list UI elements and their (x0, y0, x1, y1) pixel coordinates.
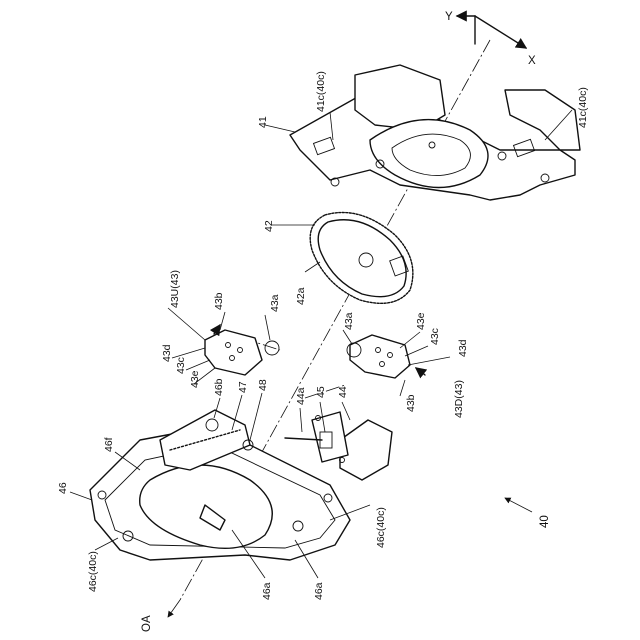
label-44a: 44a (295, 387, 307, 405)
leader-40 (505, 498, 532, 512)
switch-unit-43D (347, 335, 425, 378)
x-axis-label: X (528, 55, 536, 67)
label-41c-b: 41c(40c) (577, 87, 589, 128)
switch-43D-body (350, 335, 410, 378)
label-43b-upper: 43b (213, 292, 225, 310)
y-axis-label: Y (445, 11, 453, 23)
label-43D: 43D(43) (453, 380, 465, 418)
label-46b: 46b (213, 378, 225, 396)
label-43a-lower: 43a (343, 312, 355, 330)
x-axis-arrow (475, 16, 526, 48)
leader-42a (305, 262, 320, 272)
label-43c-upper: 43c (175, 357, 187, 374)
label-46f: 46f (103, 437, 115, 452)
leader-43b-d (400, 380, 405, 396)
switch-unit-43U (205, 325, 279, 375)
leader-46 (70, 492, 92, 500)
leader-43e-d (400, 332, 420, 348)
leader-43c-d (405, 346, 428, 356)
switch-43D-arrow-43b (416, 368, 425, 375)
leader-43a-d (343, 330, 352, 344)
leader-43d-d (408, 357, 450, 365)
label-43e-lower: 43e (415, 312, 427, 330)
motor-44-bracket (312, 412, 348, 462)
label-42a: 42a (295, 287, 307, 305)
leader-43U (168, 308, 205, 340)
label-42: 42 (263, 220, 275, 232)
label-46a-a: 46a (261, 582, 273, 600)
label-46: 46 (57, 482, 69, 494)
label-46a-b: 46a (313, 582, 325, 600)
label-41: 41 (257, 116, 269, 128)
label-45: 45 (315, 386, 327, 398)
label-43U: 43U(43) (169, 270, 181, 308)
leader-43b-u (220, 312, 225, 330)
label-43e-upper: 43e (189, 370, 201, 388)
label-43d-lower: 43d (457, 339, 469, 357)
coordinate-axes: Y X (445, 11, 536, 67)
label-47: 47 (237, 381, 249, 393)
label-43b-lower: 43b (405, 394, 417, 412)
optical-axis-label: OA (141, 615, 153, 632)
optical-axis-arrow (168, 600, 180, 617)
label-46c-a: 46c(40c) (87, 551, 99, 592)
label-41c-a: 41c(40c) (315, 71, 327, 112)
label-43a-upper: 43a (269, 294, 281, 312)
label-48: 48 (257, 379, 269, 391)
leader-43c-u (186, 360, 210, 370)
leader-44 (342, 402, 350, 420)
frame-46 (90, 410, 350, 560)
leader-43d-u (172, 348, 205, 358)
leader-41 (265, 125, 295, 132)
gear-42-body (318, 220, 406, 297)
label-43d-upper: 43d (161, 344, 173, 362)
label-44: 44 (337, 386, 349, 398)
switch-43U-pin-43a (265, 341, 279, 355)
leader-48 (250, 393, 262, 440)
gear-42 (310, 213, 413, 304)
label-assembly-40: 40 (539, 515, 551, 528)
housing-41-side-wing (505, 90, 580, 150)
housing-41 (290, 65, 580, 200)
switch-43U-body (205, 330, 262, 375)
label-46c-b: 46c(40c) (375, 507, 387, 548)
leader-43a-u (265, 315, 270, 340)
leader-44a (300, 408, 302, 432)
label-43c-lower: 43c (429, 328, 441, 345)
motor-44-body (340, 420, 392, 480)
